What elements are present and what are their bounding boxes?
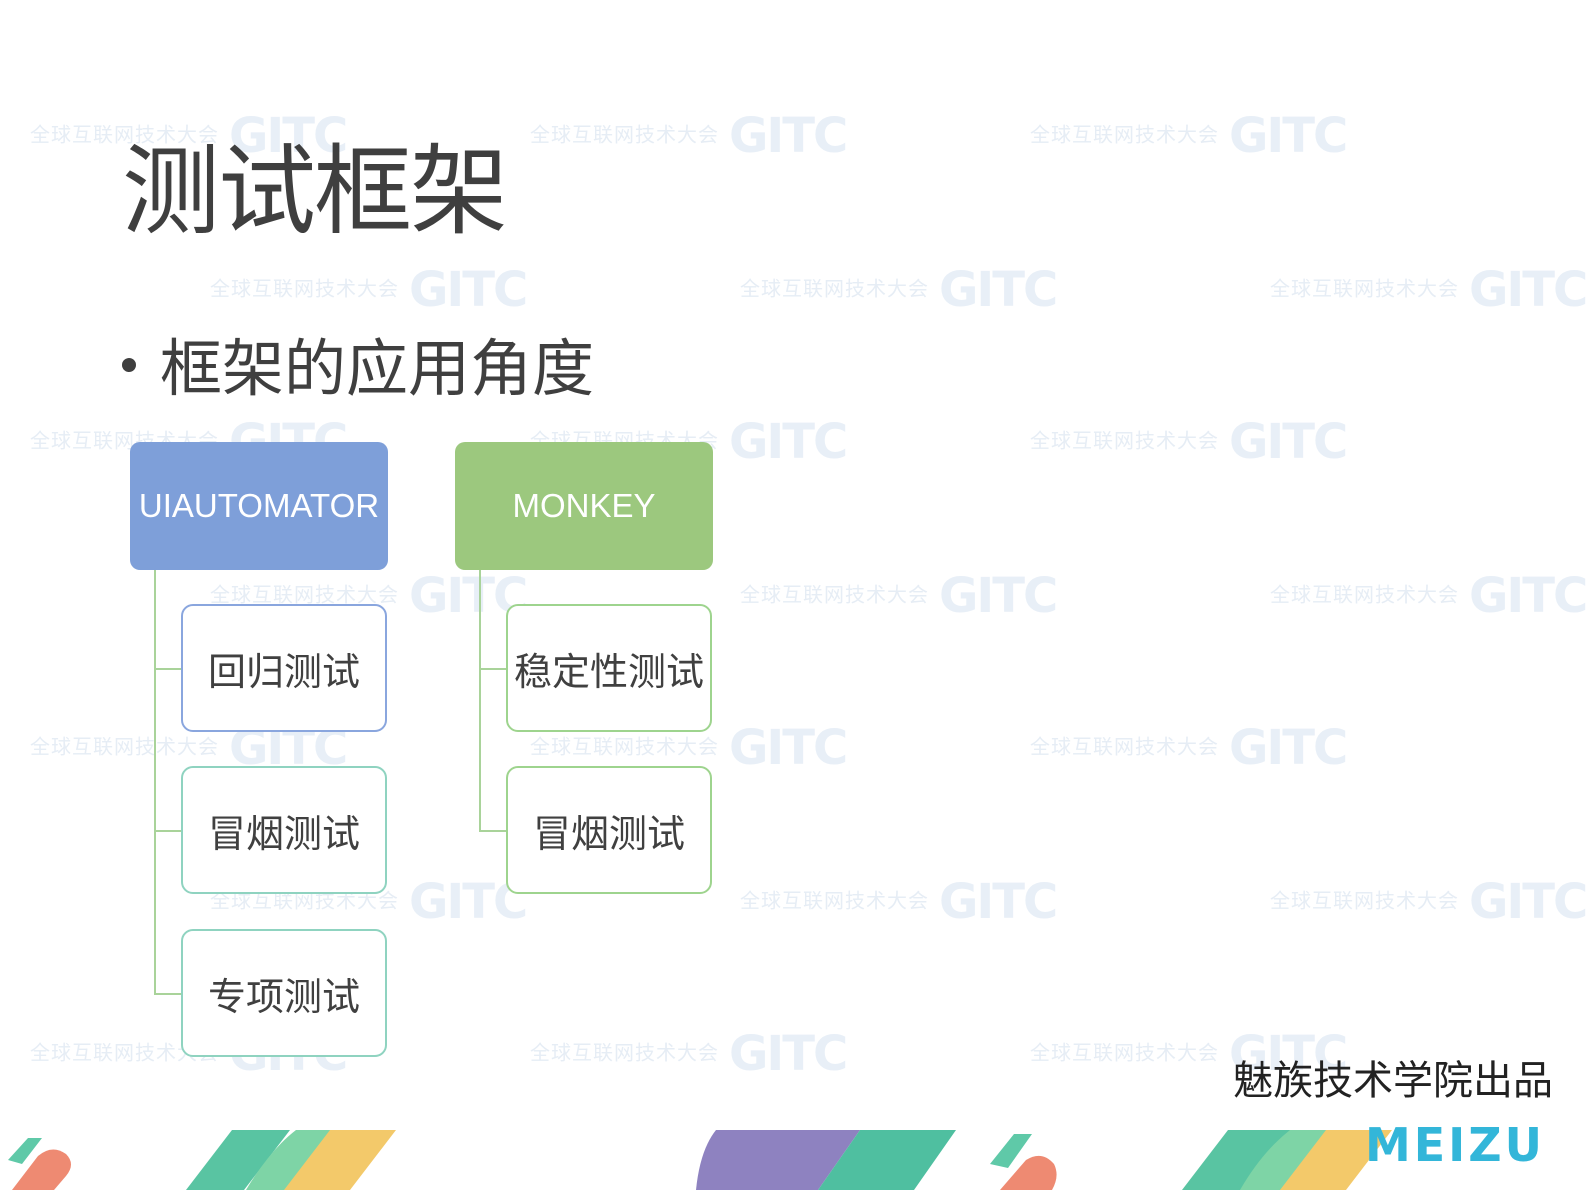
bullet-item: 框架的应用角度 xyxy=(122,318,594,408)
stripe-group-middle xyxy=(696,1130,1057,1190)
uiautomator-node: UIAUTOMATOR xyxy=(130,442,388,570)
connector-line xyxy=(479,668,506,670)
footer-credit: 魅族技术学院出品 xyxy=(1233,1058,1553,1104)
stripe-shape xyxy=(8,1138,42,1164)
slide-title: 测试框架 xyxy=(122,135,508,249)
monkey-child-smoke: 冒烟测试 xyxy=(506,766,712,894)
stripe-shape xyxy=(990,1134,1032,1168)
stripe-shape xyxy=(1182,1130,1300,1190)
stripe-shape xyxy=(1264,1130,1392,1190)
stripe-shape xyxy=(186,1130,290,1190)
connector-line xyxy=(154,993,181,995)
monkey-node: MONKEY xyxy=(455,442,713,570)
uiautomator-child-smoke: 冒烟测试 xyxy=(181,766,387,894)
stripe-shape xyxy=(1000,1155,1057,1190)
stripe-shape xyxy=(696,1130,860,1190)
bullet-text: 框架的应用角度 xyxy=(160,332,595,405)
stripe-shape xyxy=(12,1149,71,1190)
stripe-shape xyxy=(270,1130,396,1190)
connector-line xyxy=(154,668,181,670)
stripe-shape xyxy=(818,1130,956,1190)
connector-line xyxy=(154,570,156,994)
decorative-stripes xyxy=(8,1130,1392,1190)
stripe-group-left xyxy=(8,1130,396,1190)
stripe-shape xyxy=(1240,1130,1326,1190)
meizu-logo: MEIZU xyxy=(1364,1118,1545,1172)
uiautomator-child-regression: 回归测试 xyxy=(181,604,387,732)
monkey-child-stability: 稳定性测试 xyxy=(506,604,712,732)
connector-line xyxy=(154,830,181,832)
stripe-shape xyxy=(246,1130,330,1190)
bullet-dot-icon xyxy=(122,358,136,372)
stripe-group-right xyxy=(1182,1130,1392,1190)
connector-line xyxy=(479,570,481,832)
connector-line xyxy=(479,830,506,832)
uiautomator-child-special: 专项测试 xyxy=(181,929,387,1057)
